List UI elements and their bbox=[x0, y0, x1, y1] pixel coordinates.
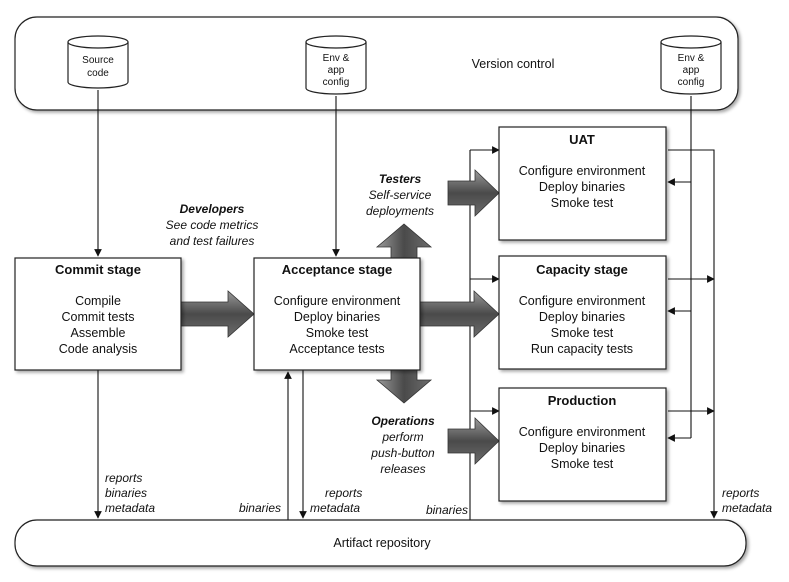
env-config-label-1: Env & bbox=[323, 53, 350, 64]
env-config-2-label-2: app bbox=[683, 65, 700, 76]
commit-stage-box bbox=[14, 257, 182, 371]
artifact-repository-label: Artifact repository bbox=[333, 536, 431, 550]
repo-acceptance-label: binaries bbox=[239, 501, 281, 515]
artifact-repository-box bbox=[14, 519, 747, 567]
env-config-label-3: config bbox=[323, 77, 350, 88]
downstream-repo-label-1: reports bbox=[722, 486, 759, 500]
developers-title: Developers bbox=[180, 202, 245, 216]
version-control-label: Version control bbox=[472, 57, 555, 71]
env-config-2-label-3: config bbox=[678, 77, 705, 88]
uat-line-3: Smoke test bbox=[551, 196, 614, 210]
acceptance-stage-line-1: Configure environment bbox=[274, 294, 401, 308]
developers-line-2: and test failures bbox=[170, 234, 255, 248]
env-config-label-2: app bbox=[328, 65, 345, 76]
uat-line-1: Configure environment bbox=[519, 164, 646, 178]
capacity-stage-line-3: Smoke test bbox=[551, 326, 614, 340]
operations-line-2: push-button bbox=[370, 446, 435, 460]
acceptance-stage-title: Acceptance stage bbox=[282, 262, 393, 277]
acceptance-repo-label-1: reports bbox=[325, 486, 362, 500]
commit-to-acceptance-fat-arrow bbox=[180, 290, 255, 338]
source-code-label-1: Source bbox=[82, 55, 114, 66]
commit-repo-label-3: metadata bbox=[105, 501, 155, 515]
capacity-stage-line-2: Deploy binaries bbox=[539, 310, 625, 324]
repo-downstream-label: binaries bbox=[426, 503, 468, 517]
testers-line-2: deployments bbox=[366, 204, 434, 218]
env-config-cylinder-icon bbox=[305, 35, 367, 95]
uat-title: UAT bbox=[569, 132, 595, 147]
testers-line-1: Self-service bbox=[369, 188, 432, 202]
acceptance-repo-label-2: metadata bbox=[310, 501, 360, 515]
testers-title: Testers bbox=[379, 172, 422, 186]
version-control-box bbox=[14, 16, 739, 111]
testers-fat-arrow bbox=[447, 169, 500, 217]
source-code-cylinder-icon bbox=[67, 35, 129, 89]
uat-line-2: Deploy binaries bbox=[539, 180, 625, 194]
capacity-stage-line-4: Run capacity tests bbox=[531, 342, 633, 356]
developers-line-1: See code metrics bbox=[166, 218, 259, 232]
commit-stage-line-4: Code analysis bbox=[59, 342, 138, 356]
commit-stage-title: Commit stage bbox=[55, 262, 141, 277]
operations-fat-arrow bbox=[447, 417, 500, 465]
env-config-cylinder-2-icon bbox=[660, 35, 722, 95]
commit-repo-label-1: reports bbox=[105, 471, 142, 485]
commit-stage-line-2: Commit tests bbox=[62, 310, 135, 324]
production-line-3: Smoke test bbox=[551, 457, 614, 471]
operations-title: Operations bbox=[371, 414, 435, 428]
env-config-2-label-1: Env & bbox=[678, 53, 705, 64]
operations-line-1: perform bbox=[381, 430, 423, 444]
commit-repo-label-2: binaries bbox=[105, 486, 147, 500]
downstream-repo-label-2: metadata bbox=[722, 501, 772, 515]
production-title: Production bbox=[548, 393, 617, 408]
capacity-stage-line-1: Configure environment bbox=[519, 294, 646, 308]
acceptance-stage-box bbox=[253, 257, 421, 371]
production-line-1: Configure environment bbox=[519, 425, 646, 439]
developers-up-fat-arrow bbox=[375, 223, 433, 259]
acceptance-to-capacity-fat-arrow bbox=[419, 290, 500, 338]
source-code-label-2: code bbox=[87, 68, 109, 79]
commit-stage-line-1: Compile bbox=[75, 294, 121, 308]
uat-box bbox=[498, 126, 667, 241]
production-line-2: Deploy binaries bbox=[539, 441, 625, 455]
capacity-stage-title: Capacity stage bbox=[536, 262, 628, 277]
commit-stage-line-3: Assemble bbox=[71, 326, 126, 340]
acceptance-stage-line-2: Deploy binaries bbox=[294, 310, 380, 324]
production-box bbox=[498, 387, 667, 502]
operations-down-fat-arrow bbox=[375, 369, 433, 404]
capacity-stage-box bbox=[498, 255, 667, 370]
operations-line-3: releases bbox=[380, 462, 425, 476]
acceptance-stage-line-3: Smoke test bbox=[306, 326, 369, 340]
acceptance-stage-line-4: Acceptance tests bbox=[289, 342, 384, 356]
stages-reports-line bbox=[668, 149, 718, 519]
